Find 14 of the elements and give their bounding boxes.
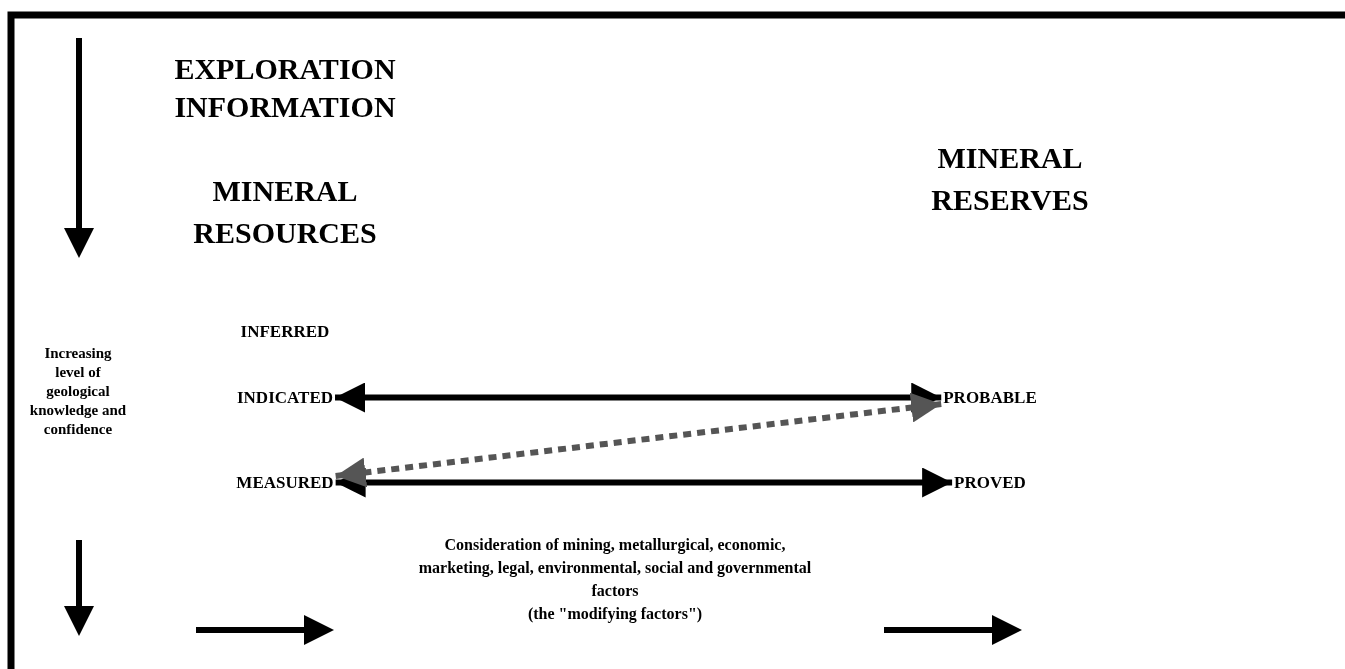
category-label: INFERRED — [239, 321, 331, 343]
category-label: PROBABLE — [862, 385, 1118, 411]
note-text: (the "modifying factors") — [526, 604, 704, 625]
category-label: PROVED — [862, 470, 1118, 496]
category-label: INDICATED — [200, 385, 518, 411]
double-arrow — [335, 467, 953, 498]
dashed-arrow — [335, 392, 942, 488]
note-text: Consideration of mining, metallurgical, economic, marketing, legal, environmental, social and governmental factors — [417, 535, 813, 601]
section-heading: MINERAL RESERVES — [930, 140, 1090, 218]
axis-caption: Increasing level of geological knowledge and confidence — [28, 344, 128, 439]
section-heading: MINERAL RESOURCES — [192, 173, 378, 251]
double-arrow — [335, 382, 942, 413]
section-heading: EXPLORATION INFORMATION — [173, 51, 397, 125]
category-label: MEASURED — [200, 470, 518, 496]
